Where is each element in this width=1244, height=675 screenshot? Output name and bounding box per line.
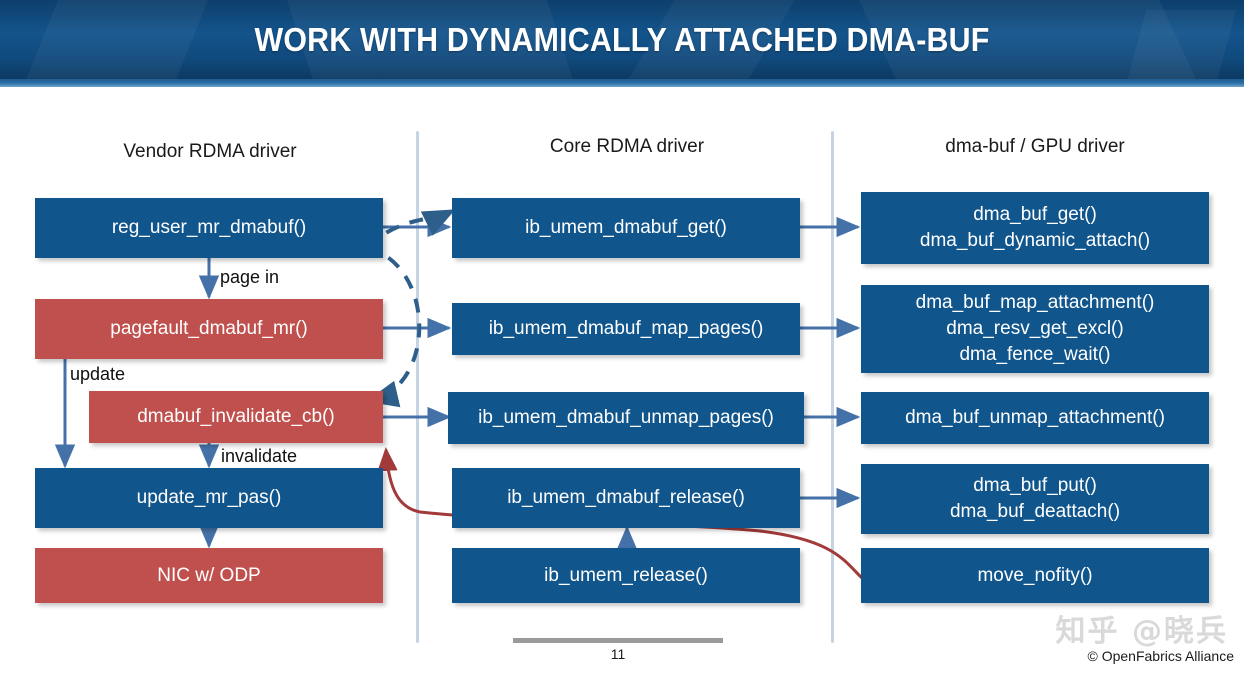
title-banner (0, 0, 1244, 79)
page-number: 11 (610, 646, 626, 662)
box-dma-buf-put-deattach[interactable]: dma_buf_put() dma_buf_deattach() (861, 464, 1209, 534)
banner-accent-rule (0, 79, 1244, 87)
box-move-nofity[interactable]: move_nofity() (861, 548, 1209, 603)
box-dma-buf-map-attachment[interactable]: dma_buf_map_attachment() dma_resv_get_ex… (861, 285, 1209, 373)
box-ib-umem-release[interactable]: ib_umem_release() (452, 548, 800, 603)
box-nic-w-odp[interactable]: NIC w/ ODP (35, 548, 383, 603)
footer-rule (513, 638, 723, 643)
box-dma-buf-unmap-attachment[interactable]: dma_buf_unmap_attachment() (861, 392, 1209, 444)
box-ib-umem-dmabuf-release[interactable]: ib_umem_dmabuf_release() (452, 468, 800, 528)
edge-label-update: update (70, 364, 126, 384)
edge-label-invalidate: invalidate (221, 446, 298, 466)
lane-divider-1 (416, 131, 419, 643)
column-heading-vendor: Vendor RDMA driver (123, 141, 297, 162)
box-reg-user-mr-dmabuf[interactable]: reg_user_mr_dmabuf() (35, 198, 383, 258)
box-ib-umem-dmabuf-unmap-pages[interactable]: ib_umem_dmabuf_unmap_pages() (448, 392, 804, 444)
box-dma-buf-get-dynamic-attach[interactable]: dma_buf_get() dma_buf_dynamic_attach() (861, 192, 1209, 264)
copyright-notice: © OpenFabrics Alliance (1087, 648, 1235, 664)
slide-title: WORK WITH DYNAMICALLY ATTACHED DMA-BUF (254, 20, 990, 58)
box-ib-umem-dmabuf-get[interactable]: ib_umem_dmabuf_get() (452, 198, 800, 258)
box-update-mr-pas[interactable]: update_mr_pas() (35, 468, 383, 528)
box-dmabuf-invalidate-cb[interactable]: dmabuf_invalidate_cb() (89, 391, 383, 443)
column-heading-gpu: dma-buf / GPU driver (945, 136, 1125, 157)
lane-divider-2 (831, 131, 834, 643)
box-pagefault-dmabuf-mr[interactable]: pagefault_dmabuf_mr() (35, 299, 383, 359)
box-ib-umem-dmabuf-map-pages[interactable]: ib_umem_dmabuf_map_pages() (452, 303, 800, 355)
watermark: 知乎 @晓兵 (1055, 614, 1228, 649)
column-heading-core: Core RDMA driver (549, 136, 705, 157)
edge-label-page-in: page in (220, 267, 280, 287)
